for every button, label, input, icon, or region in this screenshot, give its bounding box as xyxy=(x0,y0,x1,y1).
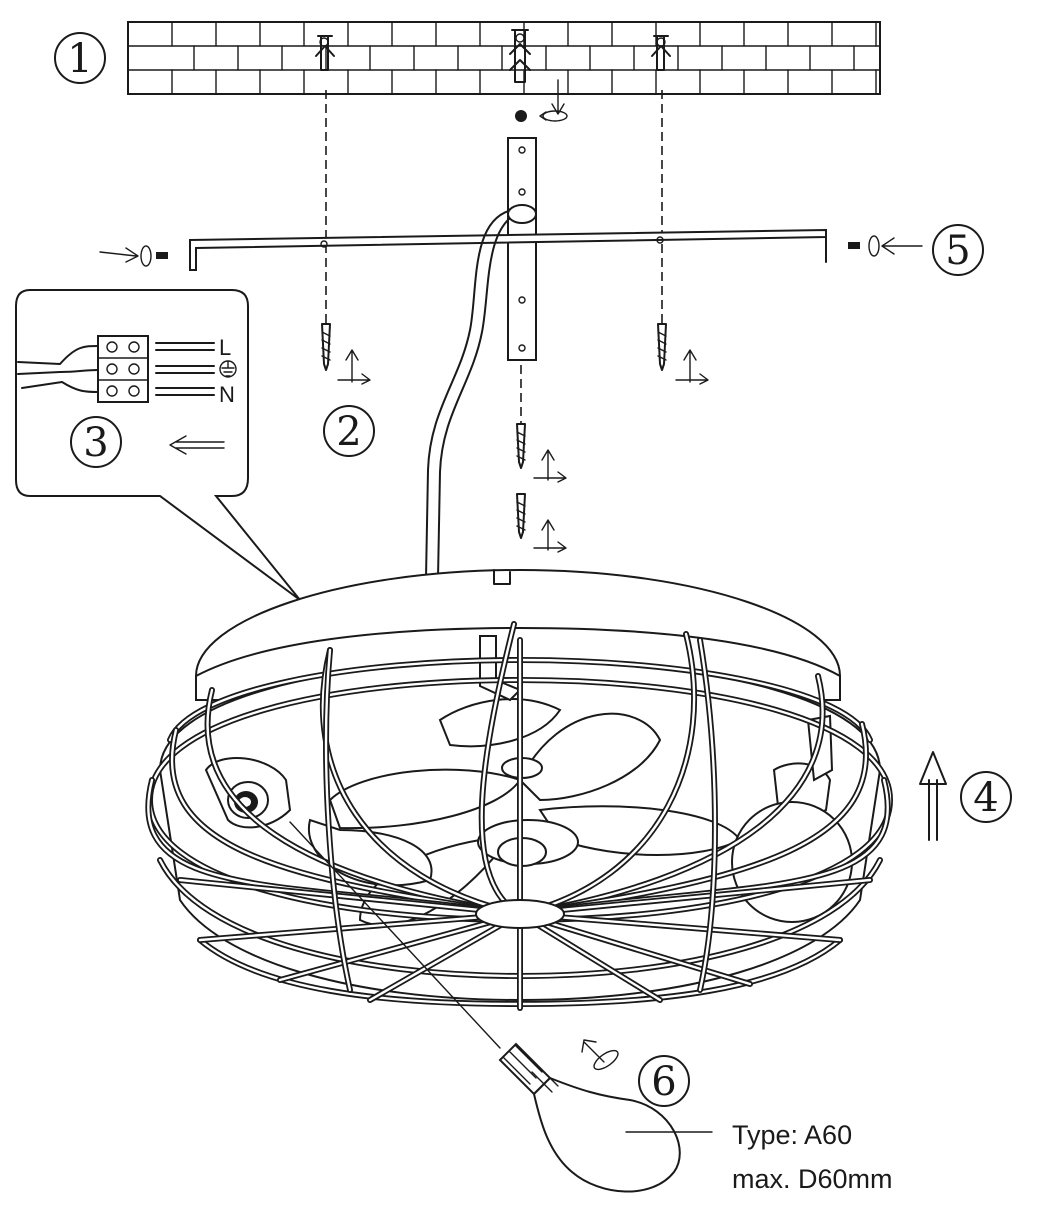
direction-arrow-icon xyxy=(919,751,947,841)
wall-anchor-icon xyxy=(315,29,671,83)
rotate-arrow-icon xyxy=(337,349,709,553)
bulb-type-label: Type: A60 xyxy=(732,1120,852,1150)
step-4-marker: 4 xyxy=(960,771,1012,823)
side-screw-left xyxy=(99,245,168,267)
wire-label-neutral: N xyxy=(219,382,235,407)
ceiling-brick-wall xyxy=(127,21,881,95)
nut xyxy=(515,110,527,122)
rotate-arrow-icon xyxy=(539,79,568,122)
light-bulb-a60 xyxy=(498,1042,681,1193)
rotate-arrow-icon xyxy=(581,1039,619,1071)
direction-arrow-icon xyxy=(169,435,225,455)
svg-text:4: 4 xyxy=(973,775,998,821)
earth-ground-icon xyxy=(219,360,237,378)
lamp-socket-left xyxy=(204,757,292,829)
mounting-strip xyxy=(507,137,537,361)
svg-text:5: 5 xyxy=(945,228,970,274)
step-3-marker: 3 xyxy=(70,416,122,468)
svg-text:2: 2 xyxy=(336,409,361,455)
wire-cage xyxy=(145,621,894,1011)
step-2-marker: 2 xyxy=(323,405,375,457)
wire-label-live: L xyxy=(219,335,231,360)
svg-text:3: 3 xyxy=(83,420,108,466)
cage-center-hub xyxy=(475,899,565,929)
step-6-marker: 6 xyxy=(638,1055,690,1107)
svg-text:1: 1 xyxy=(67,36,92,82)
side-screw-right xyxy=(848,235,923,257)
alignment-lines xyxy=(325,90,663,425)
bulb-size-label: max. D60mm xyxy=(732,1164,893,1194)
step-1-marker: 1 xyxy=(54,32,106,84)
screw-icon xyxy=(321,323,667,539)
mounting-bracket xyxy=(189,228,827,271)
bulb-guide-line xyxy=(289,821,501,1049)
svg-text:6: 6 xyxy=(651,1059,676,1105)
step-5-marker: 5 xyxy=(932,224,984,276)
supply-cable xyxy=(425,204,537,579)
wiring-detail-callout xyxy=(15,289,301,601)
